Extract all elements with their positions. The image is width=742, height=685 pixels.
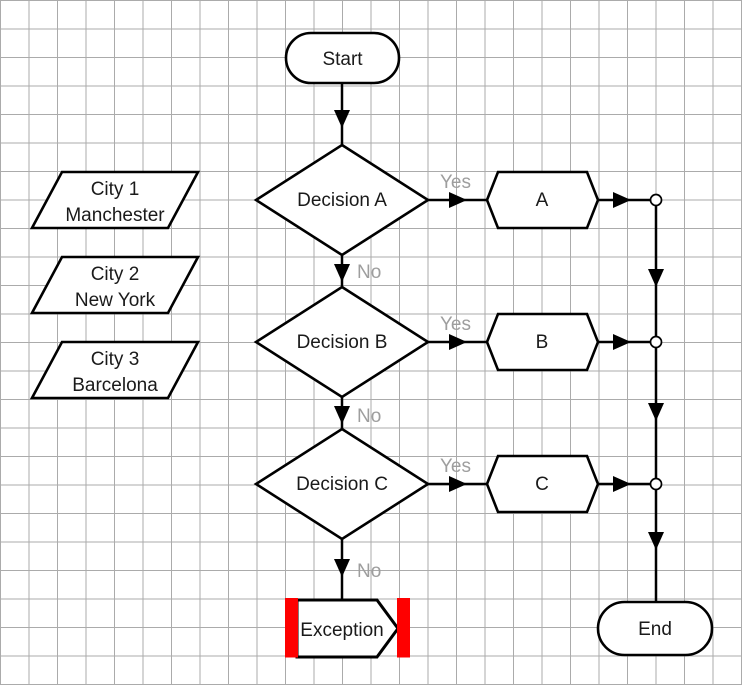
row-a: Yes Decision A A xyxy=(253,143,663,257)
edge-label-yes-3[interactable]: Yes xyxy=(440,456,471,477)
hexagon-shape xyxy=(485,170,600,230)
arrowhead-right-icon xyxy=(613,192,631,208)
connector-process-c-to-junction[interactable] xyxy=(598,476,650,492)
stadium-shape xyxy=(596,600,714,657)
decision-c-node[interactable]: Decision C xyxy=(253,427,431,541)
parallelogram-shape xyxy=(29,170,201,230)
exception-node[interactable]: Exception xyxy=(285,598,410,659)
arrowhead-down-icon xyxy=(648,532,664,550)
end-node[interactable]: End xyxy=(596,600,714,657)
arrowhead-right-icon xyxy=(449,476,467,492)
connector-junction-a-to-b[interactable] xyxy=(648,205,664,337)
decision-b-label: Decision B xyxy=(297,332,388,353)
input-city3-node[interactable]: City 3 Barcelona xyxy=(29,340,201,400)
input-city1-title: City 1 xyxy=(91,179,140,200)
process-b-label: B xyxy=(536,332,549,353)
connector-decision-a-no[interactable] xyxy=(334,255,350,287)
junction-circle-a[interactable] xyxy=(649,193,663,207)
connector-decision-b-yes[interactable] xyxy=(428,334,487,350)
stadium-shape xyxy=(284,31,401,85)
arrowhead-down-icon xyxy=(334,264,350,282)
exception-left-highlight-bar xyxy=(285,598,298,658)
row-c: Yes Decision C C xyxy=(253,427,663,541)
input-city1-value: Manchester xyxy=(65,205,165,226)
diamond-shape xyxy=(253,285,431,399)
process-a-label: A xyxy=(536,190,549,211)
arrowhead-right-icon xyxy=(449,334,467,350)
start-label: Start xyxy=(322,49,363,70)
edge-label-no-3[interactable]: No xyxy=(357,561,381,582)
connector-process-a-to-junction[interactable] xyxy=(598,192,650,208)
exception-right-highlight-bar xyxy=(397,598,410,658)
connector-decision-a-yes[interactable] xyxy=(428,192,487,208)
edge-label-yes-1[interactable]: Yes xyxy=(440,172,471,193)
process-b-node[interactable]: B xyxy=(485,312,600,372)
connector-start-to-decision-a[interactable] xyxy=(334,83,350,145)
connector-process-b-to-junction[interactable] xyxy=(598,334,650,350)
end-label: End xyxy=(638,619,672,640)
row-b: Yes Decision B B xyxy=(253,285,663,399)
edge-label-no-1[interactable]: No xyxy=(357,262,381,283)
input-city2-node[interactable]: City 2 New York xyxy=(29,255,201,315)
diamond-shape xyxy=(253,143,431,257)
connector-decision-c-yes[interactable] xyxy=(428,476,487,492)
connector-junction-c-to-end[interactable] xyxy=(648,489,664,602)
arrowhead-right-icon xyxy=(449,192,467,208)
decision-a-label: Decision A xyxy=(297,190,387,211)
input-city2-title: City 2 xyxy=(91,264,140,285)
parallelogram-shape xyxy=(29,340,201,400)
arrowhead-down-icon xyxy=(334,406,350,424)
input-city1-node[interactable]: City 1 Manchester xyxy=(29,170,201,230)
junction-circle-c[interactable] xyxy=(649,477,663,491)
hexagon-shape xyxy=(485,454,600,514)
input-city3-value: Barcelona xyxy=(72,375,158,396)
input-city2-value: New York xyxy=(75,290,156,311)
edge-label-no-2[interactable]: No xyxy=(357,406,381,427)
decision-c-label: Decision C xyxy=(296,474,388,495)
arrowhead-right-icon xyxy=(613,476,631,492)
diamond-shape xyxy=(253,427,431,541)
arrowhead-down-icon xyxy=(334,110,350,128)
process-c-label: C xyxy=(535,474,549,495)
hexagon-shape xyxy=(485,312,600,372)
decision-b-node[interactable]: Decision B xyxy=(253,285,431,399)
process-a-node[interactable]: A xyxy=(485,170,600,230)
arrowhead-right-icon xyxy=(613,334,631,350)
arrowhead-down-icon xyxy=(648,269,664,287)
junction-circle-b[interactable] xyxy=(649,335,663,349)
process-c-node[interactable]: C xyxy=(485,454,600,514)
arrowhead-down-icon xyxy=(648,403,664,421)
input-city3-title: City 3 xyxy=(91,349,140,370)
edge-label-yes-2[interactable]: Yes xyxy=(440,314,471,335)
connector-decision-c-no-to-exception[interactable] xyxy=(334,539,350,600)
arrowhead-down-icon xyxy=(334,559,350,577)
start-node[interactable]: Start xyxy=(284,31,401,85)
exception-label: Exception xyxy=(300,620,383,641)
connector-decision-b-no[interactable] xyxy=(334,397,350,429)
decision-a-node[interactable]: Decision A xyxy=(253,143,431,257)
connector-junction-b-to-c[interactable] xyxy=(648,347,664,479)
parallelogram-shape xyxy=(29,255,201,315)
